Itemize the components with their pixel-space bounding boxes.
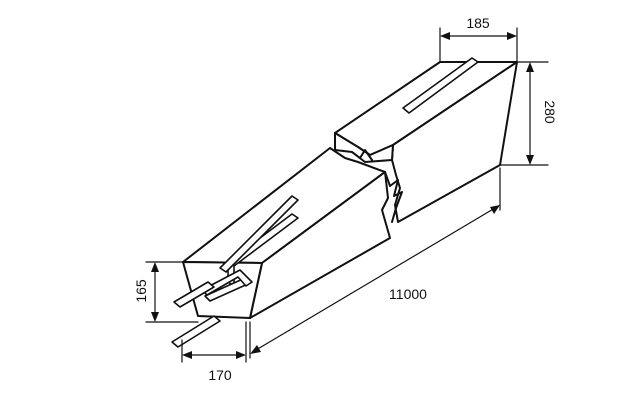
dimension-length: 11000 [249, 167, 501, 359]
dimension-label-end-height: 165 [133, 279, 149, 303]
dimension-label-height: 280 [542, 100, 558, 124]
right-beam-segment [334, 57, 518, 223]
dimension-height: 280 [499, 61, 558, 166]
dimension-top-width: 185 [439, 15, 518, 63]
dimension-end-height: 165 [133, 261, 199, 323]
dimension-end-width: 170 [181, 321, 247, 383]
top-rebar-right [402, 57, 479, 114]
bent-rebar-top-arm [219, 195, 299, 273]
dimension-label-end-width: 170 [208, 367, 232, 383]
end-rebars [171, 195, 299, 348]
right-segment-front-face [391, 61, 518, 223]
protruding-rebar-lower [171, 315, 221, 348]
right-segment-end-face [334, 132, 394, 163]
protruding-rebar-upper [173, 281, 215, 308]
break-line [384, 171, 403, 223]
hook-rebar-loop [201, 269, 253, 296]
dimension-label-top-width: 185 [466, 15, 490, 31]
joint-notch [351, 149, 373, 161]
dimension-label-length: 11000 [389, 286, 427, 302]
